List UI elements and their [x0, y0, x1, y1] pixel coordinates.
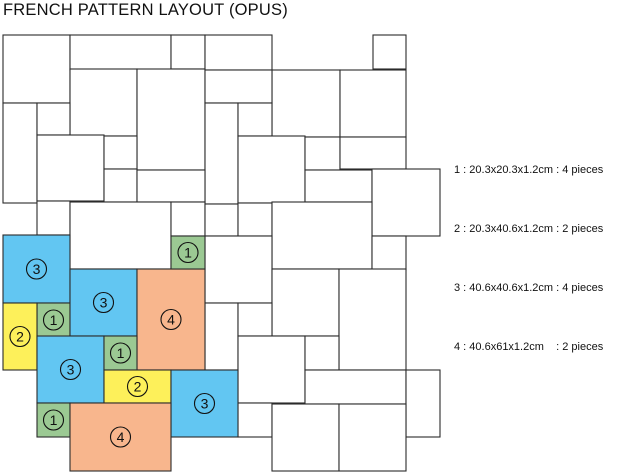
plain-tile: [36, 200, 71, 236]
tile-piece-4: [136, 268, 206, 371]
piece-number-circle: [109, 426, 132, 448]
plain-tile: [136, 68, 206, 171]
piece-number-circle: [92, 291, 115, 314]
piece-number-circle: [42, 409, 65, 431]
plain-tile: [304, 369, 407, 405]
tile-piece-4: [69, 402, 172, 472]
plain-tile: [237, 135, 306, 204]
plain-tile: [304, 335, 340, 371]
plain-tile: [338, 268, 407, 371]
highlighted-tiles: 3 1 3 4 2 1 3 1 2 3 1 4: [2, 234, 239, 472]
plain-tile: [204, 102, 239, 205]
plain-tile: [237, 102, 273, 137]
plain-tile: [405, 369, 441, 438]
plain-tile: [170, 34, 206, 70]
legend: 1 : 20.3x20.3x1.2cm : 4 pieces 2 : 20.3x…: [454, 122, 603, 377]
plain-tile: [271, 268, 340, 337]
tile-piece-2: [2, 302, 38, 371]
plain-tile: [69, 34, 172, 71]
piece-number-circle: [177, 241, 199, 264]
plain-tile: [372, 34, 407, 70]
piece-number-label: 2: [134, 379, 142, 395]
piece-number-circle: [126, 375, 149, 398]
piece-number-circle: [193, 392, 216, 415]
plain-tile: [36, 102, 71, 136]
plain-tile: [204, 34, 273, 71]
tile-piece-1: [36, 402, 71, 438]
plain-tile: [271, 69, 341, 138]
plain-tile: [103, 135, 138, 170]
plain-tile: [338, 403, 407, 472]
piece-number-label: 1: [117, 345, 125, 361]
piece-number-label: 1: [50, 412, 58, 428]
plain-tile: [237, 202, 273, 237]
plain-tile: [103, 168, 138, 203]
piece-number-circle: [160, 308, 182, 331]
plain-tile: [136, 169, 206, 203]
plain-tile: [237, 335, 306, 404]
legend-entry-piece-4: 4 : 40.6x61x1.2cm : 2 pieces: [454, 340, 604, 353]
piece-number-label: 4: [117, 429, 125, 445]
piece-number-circle: [109, 342, 132, 364]
piece-number-label: 1: [50, 312, 58, 328]
plain-tiles: [2, 34, 441, 472]
piece-number-circle: [59, 358, 82, 381]
legend-entry-piece-3: 3 : 40.6x40.6x1.2cm : 4 pieces: [454, 281, 604, 294]
plain-tile: [371, 168, 441, 237]
plain-tile: [304, 136, 341, 171]
tile-piece-3: [69, 268, 138, 337]
plain-tile: [204, 69, 273, 104]
plain-tile: [2, 34, 71, 104]
tile-piece-2: [103, 369, 172, 404]
piece-number-label: 1: [184, 245, 192, 261]
plain-tile: [204, 235, 273, 304]
plain-tile: [2, 102, 38, 204]
piece-number-label: 3: [67, 362, 75, 378]
piece-number-circle: [25, 258, 48, 280]
plain-tile: [339, 69, 407, 138]
plain-tile: [69, 68, 138, 137]
piece-number-circle: [9, 325, 31, 348]
tile-piece-1: [36, 302, 71, 338]
piece-number-label: 3: [100, 295, 108, 311]
piece-number-label: 3: [201, 396, 209, 412]
plain-tile: [170, 201, 206, 237]
plain-tile: [371, 235, 407, 271]
piece-number-label: 3: [33, 261, 41, 277]
legend-entry-piece-2: 2 : 20.3x40.6x1.2cm : 2 pieces: [454, 222, 604, 235]
piece-number-circle: [42, 309, 65, 331]
plain-tile: [339, 136, 407, 170]
plain-tile: [271, 201, 373, 270]
legend-entry-piece-1: 1 : 20.3x20.3x1.2cm : 4 pieces: [454, 164, 604, 177]
plain-tile: [204, 203, 239, 237]
tile-piece-3: [170, 369, 239, 438]
tile-piece-3: [36, 335, 105, 404]
plain-tile: [69, 201, 172, 270]
plain-tile: [271, 403, 340, 472]
plain-tile: [304, 169, 373, 203]
plain-tile: [237, 302, 273, 337]
plain-tile: [36, 134, 105, 202]
diagram-title: FRENCH PATTERN LAYOUT (OPUS): [3, 1, 288, 19]
plain-tile: [204, 302, 239, 371]
tile-piece-3: [2, 234, 71, 304]
tile-piece-1: [103, 335, 138, 371]
plain-tile: [237, 402, 273, 438]
piece-number-label: 4: [167, 312, 175, 328]
piece-number-label: 2: [16, 329, 24, 345]
tile-piece-1: [170, 235, 206, 270]
